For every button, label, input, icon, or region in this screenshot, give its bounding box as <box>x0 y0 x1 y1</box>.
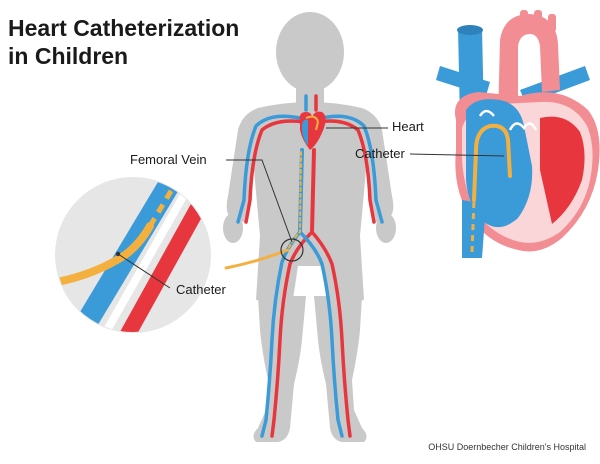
body-heart <box>299 111 326 150</box>
credit-text: OHSU Doernbecher Children's Hospital <box>428 442 586 452</box>
catheter-zoom-label: Catheter <box>176 282 226 297</box>
catheter-heart-label: Catheter <box>355 146 405 161</box>
groin-zoom-marker <box>280 238 304 262</box>
heart-label: Heart <box>392 119 424 134</box>
leader-lines <box>117 127 505 289</box>
child-silhouette <box>223 12 396 442</box>
femoral-vein-leader <box>226 159 293 243</box>
femoral-vein-label: Femoral Vein <box>130 152 207 167</box>
title-line-1: Heart Catheterization <box>8 15 240 41</box>
body-vessels <box>236 94 384 438</box>
catheter-zoom-leader <box>117 253 171 289</box>
large-heart <box>436 10 600 258</box>
title-line-2: in Children <box>8 43 129 69</box>
catheter-insertion <box>224 248 290 270</box>
diagram-title: Heart Catheterization in Children <box>8 14 239 70</box>
zoom-circle <box>55 177 211 333</box>
catheter-heart-leader <box>409 153 505 157</box>
catheter-zoom-dot <box>115 251 121 257</box>
